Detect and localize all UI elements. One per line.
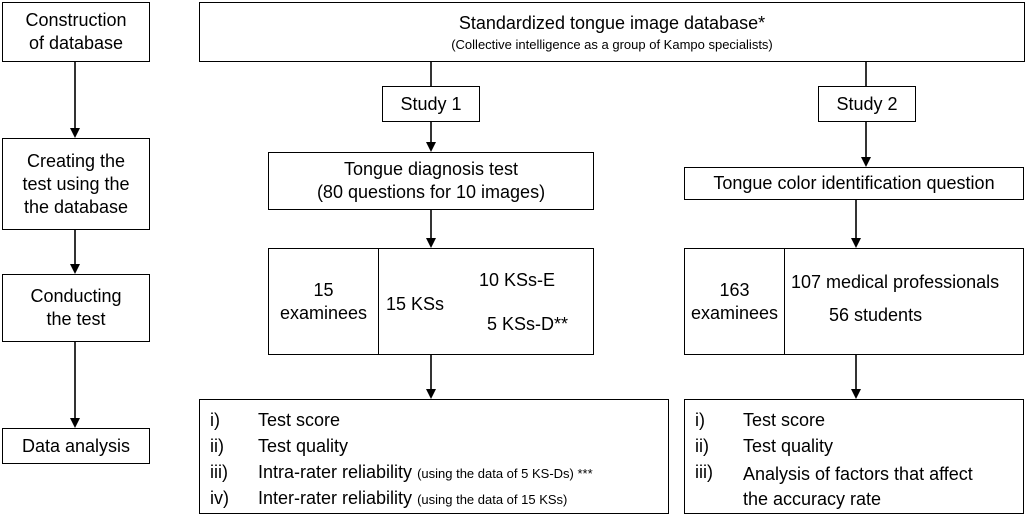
study1-analysis-num-2: ii) <box>210 436 224 456</box>
step-creating-label: Creating the test using the the database <box>22 150 130 217</box>
database-box: Standardized tongue image database* (Col… <box>199 2 1025 62</box>
study2-examinees-count: 163 examinees <box>685 249 785 354</box>
step-construction-box: Construction of database <box>2 2 150 62</box>
database-subtitle: (Collective intelligence as a group of K… <box>451 37 773 52</box>
step-creating-box: Creating the test using the the database <box>2 138 150 230</box>
study2-analysis-text-2: Test quality <box>743 436 834 456</box>
study1-kss-d: 5 KSs-D** <box>487 314 569 334</box>
study1-analysis-num-1: i) <box>210 410 220 430</box>
step-construction-label: Construction of database <box>25 10 127 53</box>
step-conducting-box: Conducting the test <box>2 274 150 342</box>
study1-test-subtitle: (80 questions for 10 images) <box>316 182 546 202</box>
study1-examinees-box: 15 examinees 15 KSs 10 KSs-E 5 KSs-D** <box>268 248 594 355</box>
study1-analysis-text-2: Test quality <box>258 436 349 456</box>
study2-examinees-label: 163 examinees <box>690 279 779 323</box>
database-title: Standardized tongue image database* <box>458 13 766 33</box>
step-analysis-box: Data analysis <box>2 428 150 464</box>
study2-group2: 56 students <box>829 305 923 325</box>
study1-test-box: Tongue diagnosis test (80 questions for … <box>268 152 594 210</box>
study1-analysis-num-3: iii) <box>210 462 228 482</box>
study2-test-title: Tongue color identification question <box>713 173 995 193</box>
study2-analysis-box: i) Test score ii) Test quality iii) Anal… <box>684 399 1024 514</box>
study2-group1: 107 medical professionals <box>791 272 1000 292</box>
step-conducting-label: Conducting the test <box>30 286 122 329</box>
study2-analysis-text-3: Analysis of factors that affect the accu… <box>743 464 973 509</box>
study2-analysis-num-1: i) <box>695 410 705 430</box>
study2-test-box: Tongue color identification question <box>684 167 1024 200</box>
study1-kss-label: 15 KSs <box>386 294 445 314</box>
step-analysis-label: Data analysis <box>21 435 131 456</box>
study2-analysis-num-3: iii) <box>695 462 713 482</box>
study1-examinees-label: 15 examinees <box>279 279 368 323</box>
study2-examinees-box: 163 examinees 107 medical professionals … <box>684 248 1024 355</box>
study2-label-box: Study 2 <box>818 86 916 122</box>
study1-analysis-num-4: iv) <box>210 488 229 508</box>
study1-analysis-text-4: Inter-rater reliability <box>258 488 413 508</box>
study1-analysis-note-4: (using the data of 15 KSs) <box>417 492 568 507</box>
study2-analysis-text-1: Test score <box>743 410 826 430</box>
study1-test-title: Tongue diagnosis test <box>343 159 519 179</box>
study1-label-box: Study 1 <box>382 86 480 122</box>
study1-kss-e: 10 KSs-E <box>479 270 556 290</box>
study1-analysis-text-3: Intra-rater reliability <box>258 462 413 482</box>
study2-label: Study 2 <box>836 93 898 114</box>
study1-analysis-box: i) Test score ii) Test quality iii) Intr… <box>199 399 669 514</box>
study1-analysis-row-3: Intra-rater reliability (using the data … <box>258 462 593 483</box>
study1-analysis-text-1: Test score <box>258 410 341 430</box>
study2-analysis-num-2: ii) <box>695 436 709 456</box>
study1-analysis-note-3: (using the data of 5 KS-Ds) *** <box>417 466 593 481</box>
study1-analysis-row-4: Inter-rater reliability (using the data … <box>258 488 567 509</box>
study1-examinees-count: 15 examinees <box>269 249 379 354</box>
study1-label: Study 1 <box>400 93 462 114</box>
